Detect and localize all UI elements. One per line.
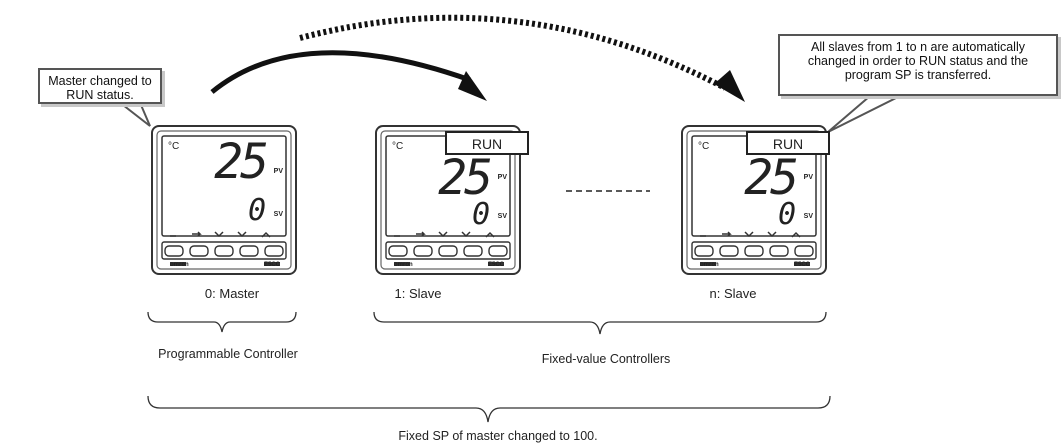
- slave1-run-box: RUN: [445, 131, 529, 155]
- arrow-head-slaven: [714, 70, 745, 102]
- arrow-head-slave1: [458, 71, 487, 101]
- pv-value: 25: [214, 134, 269, 190]
- slave1-label: 1: Slave: [394, 286, 442, 301]
- arrow-master-to-slave1: [210, 50, 471, 94]
- brand-left: omron: [170, 262, 189, 268]
- brace-programmable: [147, 311, 297, 333]
- master-display: °C 25 PV 0 SV: [162, 136, 286, 236]
- brand-left: omron: [700, 262, 719, 268]
- unit-label: °C: [698, 141, 710, 152]
- pv-tag: PV: [497, 174, 507, 181]
- callout-slaves-pointer: [827, 95, 901, 133]
- fixed-value-controllers-label: Fixed-value Controllers: [541, 352, 671, 366]
- slaven-label: n: Slave: [709, 286, 757, 301]
- sv-tag: SV: [497, 213, 507, 220]
- sv-value: 0: [247, 193, 266, 228]
- brand-right: E5CC: [794, 262, 811, 268]
- programmable-controller-label: Programmable Controller: [158, 347, 298, 361]
- pv-tag: PV: [273, 168, 283, 175]
- brand-left: omron: [394, 262, 413, 268]
- callout-slaves: All slaves from 1 to n are automatically…: [778, 34, 1058, 96]
- sv-value: 0: [471, 197, 490, 232]
- pv-value: 25: [744, 150, 799, 206]
- brace-all: [147, 395, 831, 423]
- unit-label: °C: [392, 141, 404, 152]
- callout-master: Master changed to RUN status.: [38, 68, 162, 104]
- brace-fixed: [373, 311, 827, 335]
- slaven-display: °C 25 PV 0 SV: [692, 136, 816, 236]
- unit-label: °C: [168, 141, 180, 152]
- slave1-display: °C 25 PV 0 SV: [386, 136, 510, 236]
- arrow-slave1-to-slaven: [299, 14, 727, 91]
- callout-slaves-text: All slaves from 1 to n are automatically…: [807, 40, 1029, 82]
- sv-tag: SV: [803, 213, 813, 220]
- fixed-sp-label: Fixed SP of master changed to 100.: [398, 429, 598, 443]
- master-label: 0: Master: [204, 286, 260, 301]
- pv-tag: PV: [803, 174, 813, 181]
- slaven-run-box: RUN: [746, 131, 830, 155]
- brand-right: E5CC: [264, 262, 281, 268]
- callout-master-text: Master changed to RUN status.: [48, 74, 152, 102]
- sv-tag: SV: [273, 211, 283, 218]
- sv-value: 0: [777, 197, 796, 232]
- brand-right: E5CC: [488, 262, 505, 268]
- pv-value: 25: [438, 150, 493, 206]
